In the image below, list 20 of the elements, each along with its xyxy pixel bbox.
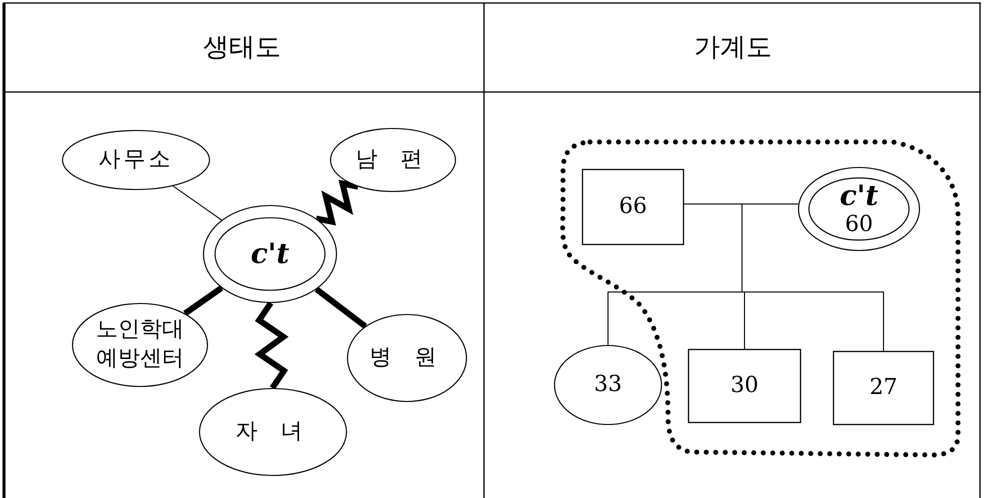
ellipse-node: 남 편 — [330, 128, 456, 192]
connector-line — [172, 185, 222, 221]
client-node — [798, 167, 920, 251]
column-header: 생태도 — [203, 32, 281, 64]
ellipse-node: 노인학대 예방센터 — [72, 303, 208, 387]
ellipse-node: 사무소 — [62, 130, 210, 190]
thick-line — [183, 285, 224, 316]
zigzag-line — [316, 180, 359, 226]
female-ellipse: 33 — [554, 345, 662, 425]
client-label: c't — [840, 180, 878, 212]
ellipse-node: 병 원 — [347, 314, 467, 402]
ellipse-node: 자 녀 — [199, 388, 347, 476]
client-node: c't — [203, 205, 337, 303]
male-box: 27 — [833, 351, 934, 425]
column-header: 가계도 — [694, 32, 772, 64]
male-box: 30 — [688, 349, 801, 423]
male-box: 66 — [582, 169, 684, 245]
thick-line — [314, 286, 368, 329]
age-label: 60 — [845, 212, 873, 238]
zigzag-line — [254, 301, 289, 390]
